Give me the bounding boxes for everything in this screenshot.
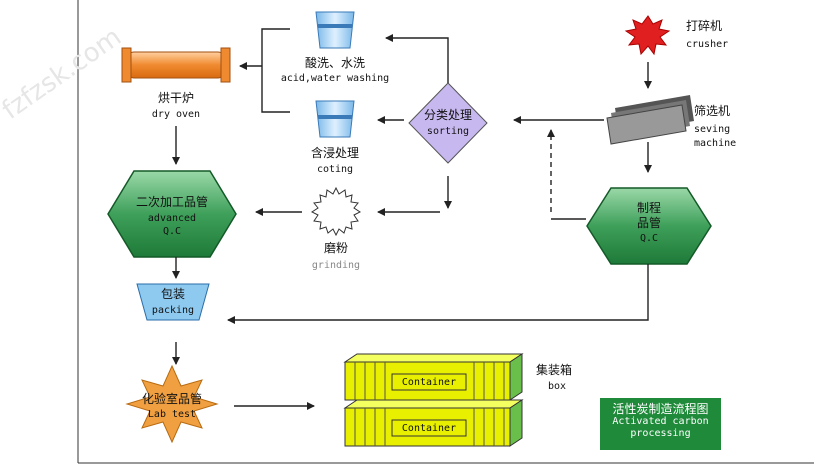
qc-product-hexagon [586,187,712,265]
title-en: Activated carbon processing [612,416,709,439]
qc-product-label-zh1: 制程 [636,201,661,215]
arrow-qc-to-packing [227,264,649,324]
dry-oven-label-en: dry oven [151,109,201,120]
container-stripes [354,362,505,446]
washing-label-en: acid,water washing [280,73,390,84]
crusher-icon [624,15,671,56]
packing-trapezoid [136,283,210,321]
advanced-qc-label-zh: 二次加工品管 [135,195,208,209]
container-bottom-label: Container [401,423,457,434]
lab-test-label-zh: 化验室品管 [141,392,202,406]
lab-test-starburst [125,364,219,444]
box-label-zh: 集装箱 [536,363,573,377]
sieving-label-en2: machine [694,138,737,149]
qc-product-label-en: Q.C [639,233,659,244]
watermark: fzfzsk.com [0,22,127,126]
advanced-qc-label-en1: advanced [147,213,197,224]
container-bottom-icon [343,399,524,447]
washing-tank-icon [315,11,355,49]
title-box: 活性炭制造流程图 Activated carbon processing [600,398,721,450]
grinding-label-en: grinding [311,260,361,271]
crusher-label-zh: 打碎机 [686,19,723,33]
packing-label-en: packing [151,305,195,316]
sieving-machine-icon [606,95,694,145]
coating-tank-icon [315,100,355,138]
lab-test-label-en: Lab test [147,409,197,420]
sorting-diamond [408,82,488,164]
crusher-label-en: crusher [686,39,729,50]
bracket-tanks [261,28,290,113]
container-top-icon [343,353,524,401]
grinding-gear-icon [311,186,361,237]
dry-oven-label-zh: 烘干炉 [157,91,194,105]
container-top-label: Container [401,377,457,388]
title-zh: 活性炭制造流程图 [612,402,709,416]
dry-oven-icon [121,47,231,83]
grinding-label-zh: 磨粉 [323,241,348,255]
coating-label-en: coting [316,164,354,175]
sieving-label-en1: seving [694,124,731,135]
arrow-sorting-to-washing [385,34,449,83]
sorting-label-en: sorting [426,126,470,137]
sieving-label-zh: 筛选机 [694,104,731,118]
qc-product-label-zh2: 品管 [636,216,661,230]
sorting-label-zh: 分类处理 [423,108,472,122]
packing-label-zh: 包装 [160,287,185,301]
advanced-qc-label-en2: Q.C [162,226,182,237]
coating-label-zh: 含浸处理 [310,146,359,160]
advanced-qc-hexagon [107,170,237,258]
washing-label-zh: 酸洗、水洗 [304,56,365,70]
box-label-en: box [548,381,567,392]
